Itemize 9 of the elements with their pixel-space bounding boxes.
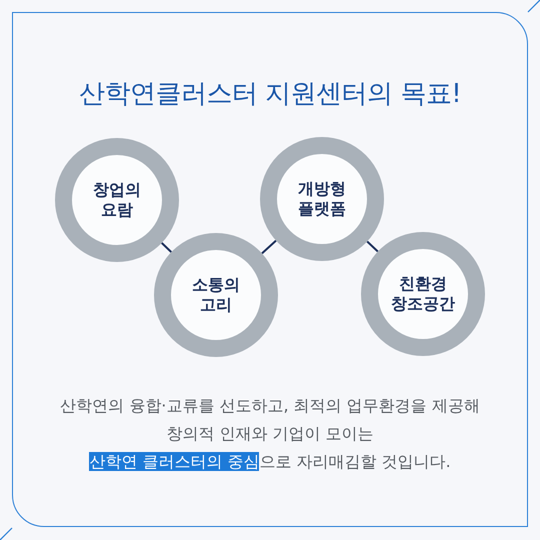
description-text: 산학연의 융합·교류를 선도하고, 최적의 업무환경을 제공해 창의적 인재와 기업이 모이는 산학연 클러스터의 중심으로 자리매김할 것입니다. — [59, 395, 481, 473]
ring-label: 친환경 창조공간 — [390, 274, 456, 314]
connector-line — [366, 240, 378, 252]
ring-label: 개방형 플랫폼 — [297, 179, 347, 219]
connector-line — [161, 242, 172, 253]
title-heading: 산학연클러스터 지원센터의 목표! — [78, 78, 462, 111]
connector-line — [261, 240, 277, 254]
ring-label: 소통의 고리 — [191, 275, 241, 315]
ring-label: 창업의 요람 — [92, 180, 142, 220]
